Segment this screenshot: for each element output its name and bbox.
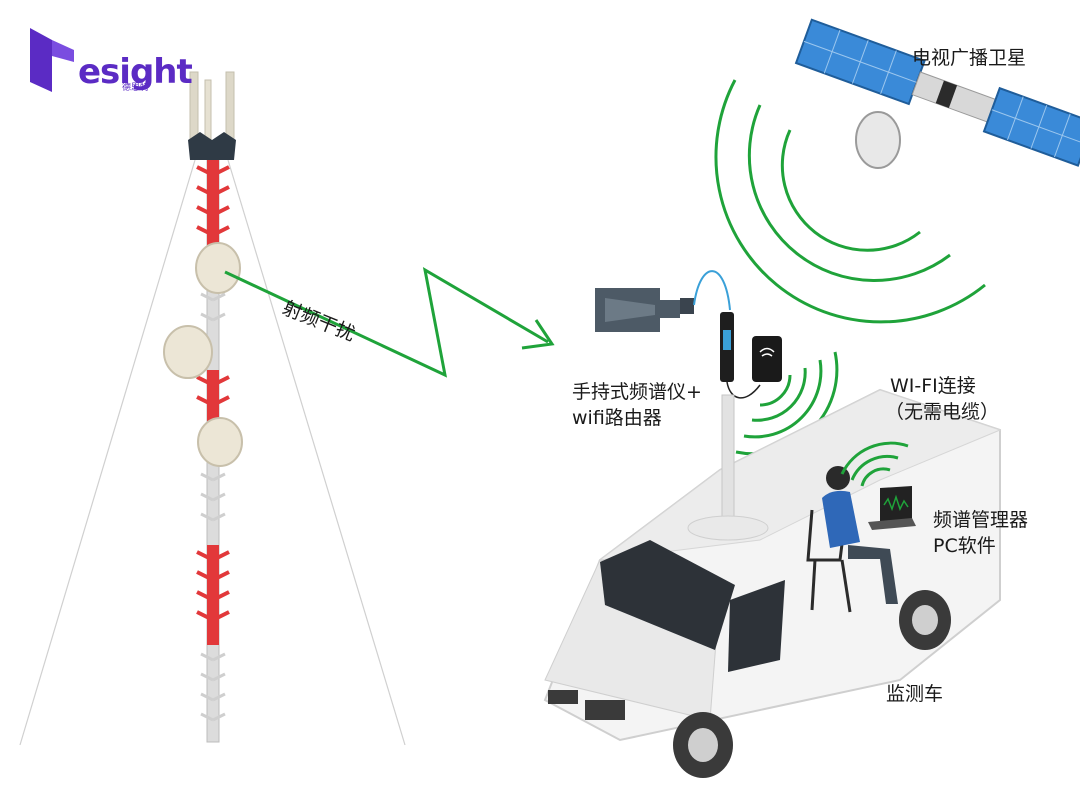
analyzer-label-line1: 手持式频谱仪+ <box>572 380 702 404</box>
monitoring-van <box>545 390 1000 778</box>
software-label-line2: PC软件 <box>933 534 996 558</box>
software-label-line1: 频谱管理器 <box>933 508 1028 532</box>
satellite-icon <box>796 20 1080 168</box>
interference-arrow <box>225 270 552 375</box>
wifi-label-line2: （无需电缆） <box>885 400 999 424</box>
brand-logo-mark <box>30 28 74 92</box>
wifi-label-line1: WI-FI连接 <box>890 374 976 398</box>
satellite-signal-waves <box>716 80 985 322</box>
tower-top-antenna <box>188 72 236 160</box>
wifi-router <box>752 336 782 382</box>
tower-dish-antennas <box>164 243 242 466</box>
horn-antenna <box>595 288 694 332</box>
satellite-label: 电视广播卫星 <box>912 46 1026 70</box>
antenna-cable <box>694 271 730 310</box>
brand-subtitle: 德思特 <box>122 80 149 93</box>
vehicle-label: 监测车 <box>886 682 943 706</box>
analyzer-label-line2: wifi路由器 <box>572 406 662 430</box>
